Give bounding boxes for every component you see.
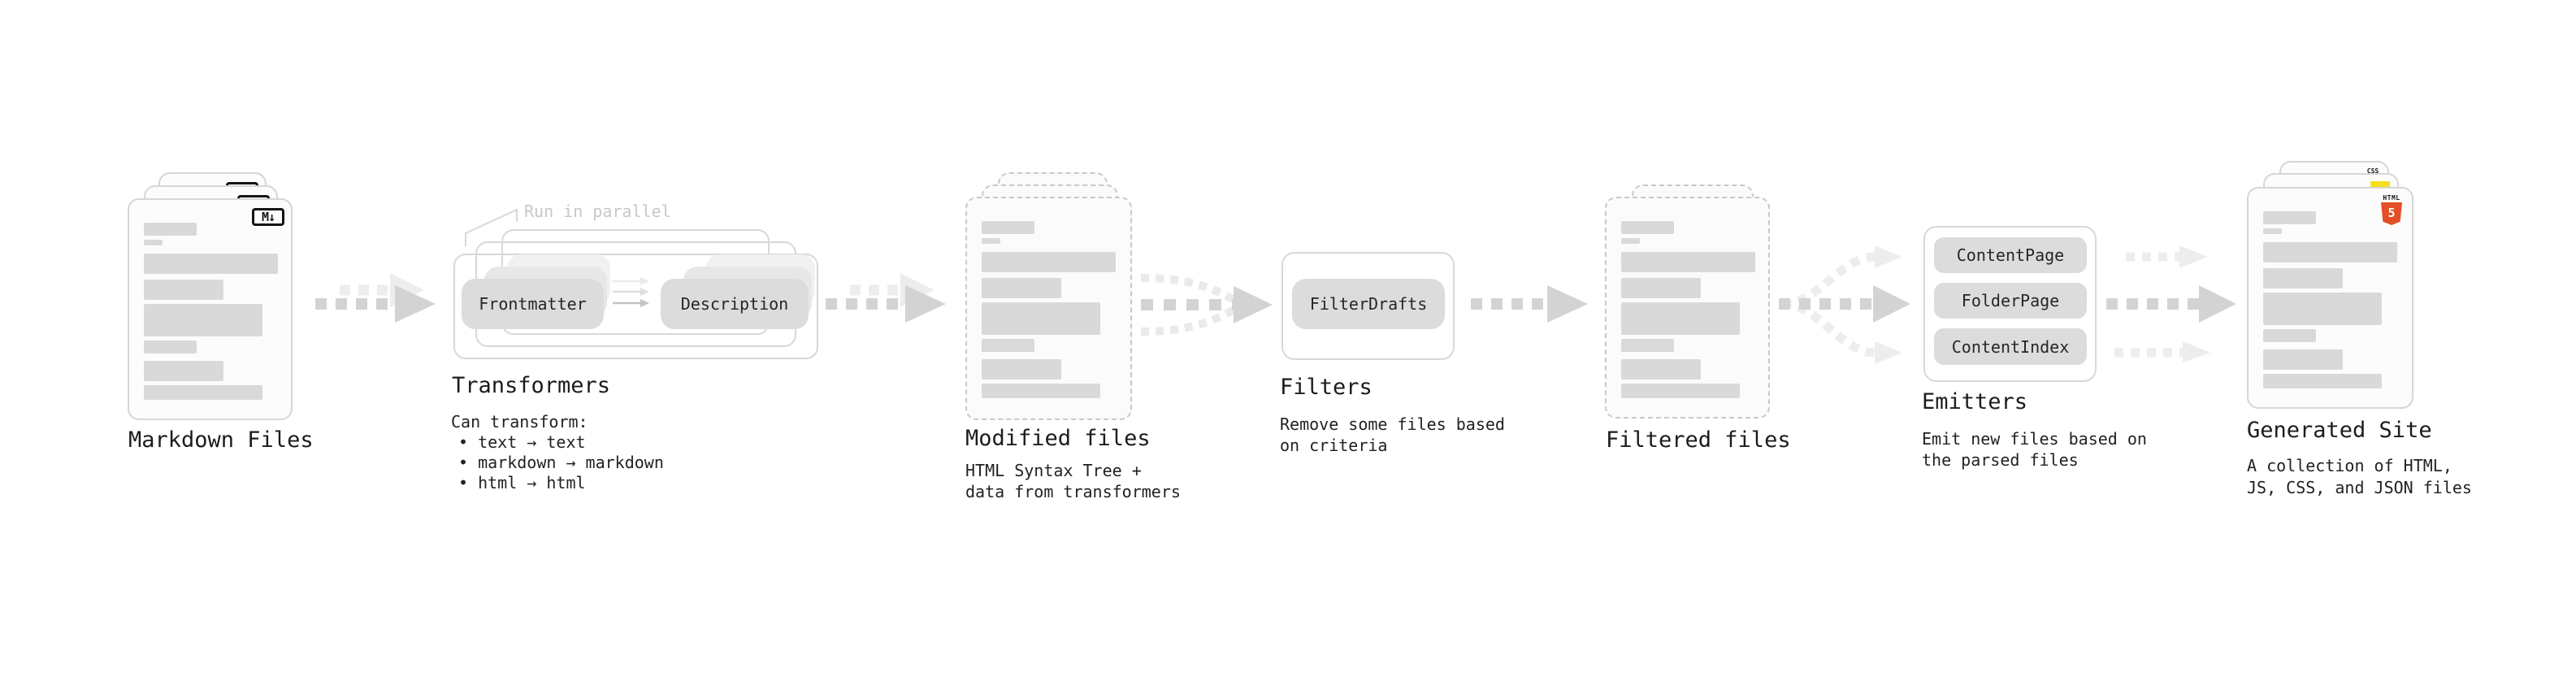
flow-arrow-filtered-to-emitters <box>1779 245 1910 364</box>
markdown-file-card-front: M↓ <box>128 198 293 420</box>
transformer-box-front <box>453 254 818 359</box>
contentindex-pill: ContentIndex <box>1934 328 2087 365</box>
flow-arrow-modified-to-filters <box>1140 274 1273 336</box>
html5-icon: HTML 5 <box>2381 194 2402 225</box>
annotation-leader-line <box>465 208 518 246</box>
stage-title-emitters: Emitters <box>1922 389 2028 414</box>
flow-arrow-emitters-to-site <box>2106 245 2236 362</box>
note-bullet: • markdown → markdown <box>458 453 664 472</box>
modified-files-subtitle: HTML Syntax Tree + data from transformer… <box>965 461 1181 501</box>
stage-title-markdown-files: Markdown Files <box>128 427 314 453</box>
javascript-icon <box>2370 181 2390 190</box>
filterdrafts-pill: FilterDrafts <box>1292 279 1445 329</box>
note-bullet: • text → text <box>458 432 586 452</box>
markdown-icon: M↓ <box>252 208 284 226</box>
flow-arrow-transformers-to-modified <box>826 273 946 323</box>
folderpage-pill: FolderPage <box>1934 283 2087 319</box>
transformers-note: Can transform: • text → text • markdown … <box>451 412 664 493</box>
flow-arrow-markdown-to-transformers <box>315 273 436 323</box>
note-heading: Can transform: <box>451 412 588 432</box>
filtered-file-card-front <box>1605 197 1770 419</box>
filters-box <box>1281 252 1455 360</box>
emitters-box <box>1923 226 2097 382</box>
note-bullet: • html → html <box>458 473 586 492</box>
filters-subtitle: Remove some files based on criteria <box>1280 414 1505 455</box>
stage-title-transformers: Transformers <box>452 373 611 398</box>
description-pill: Description <box>661 279 809 329</box>
contentpage-pill: ContentPage <box>1934 237 2087 273</box>
emitters-subtitle: Emit new files based on the parsed files <box>1922 429 2147 470</box>
modified-file-card-front <box>965 197 1132 420</box>
frontmatter-pill: Frontmatter <box>462 279 604 329</box>
stage-title-generated-site: Generated Site <box>2247 418 2432 443</box>
parallel-mini-arrows <box>613 277 649 307</box>
flow-arrow-filters-to-filtered <box>1471 285 1588 323</box>
stage-title-filtered-files: Filtered files <box>1606 427 1791 453</box>
site-file-card-front: HTML 5 <box>2247 187 2413 409</box>
run-in-parallel-label: Run in parallel <box>524 202 671 221</box>
generated-site-subtitle: A collection of HTML, JS, CSS, and JSON … <box>2247 456 2472 497</box>
stage-title-modified-files: Modified files <box>965 426 1151 451</box>
stage-title-filters: Filters <box>1280 375 1373 400</box>
